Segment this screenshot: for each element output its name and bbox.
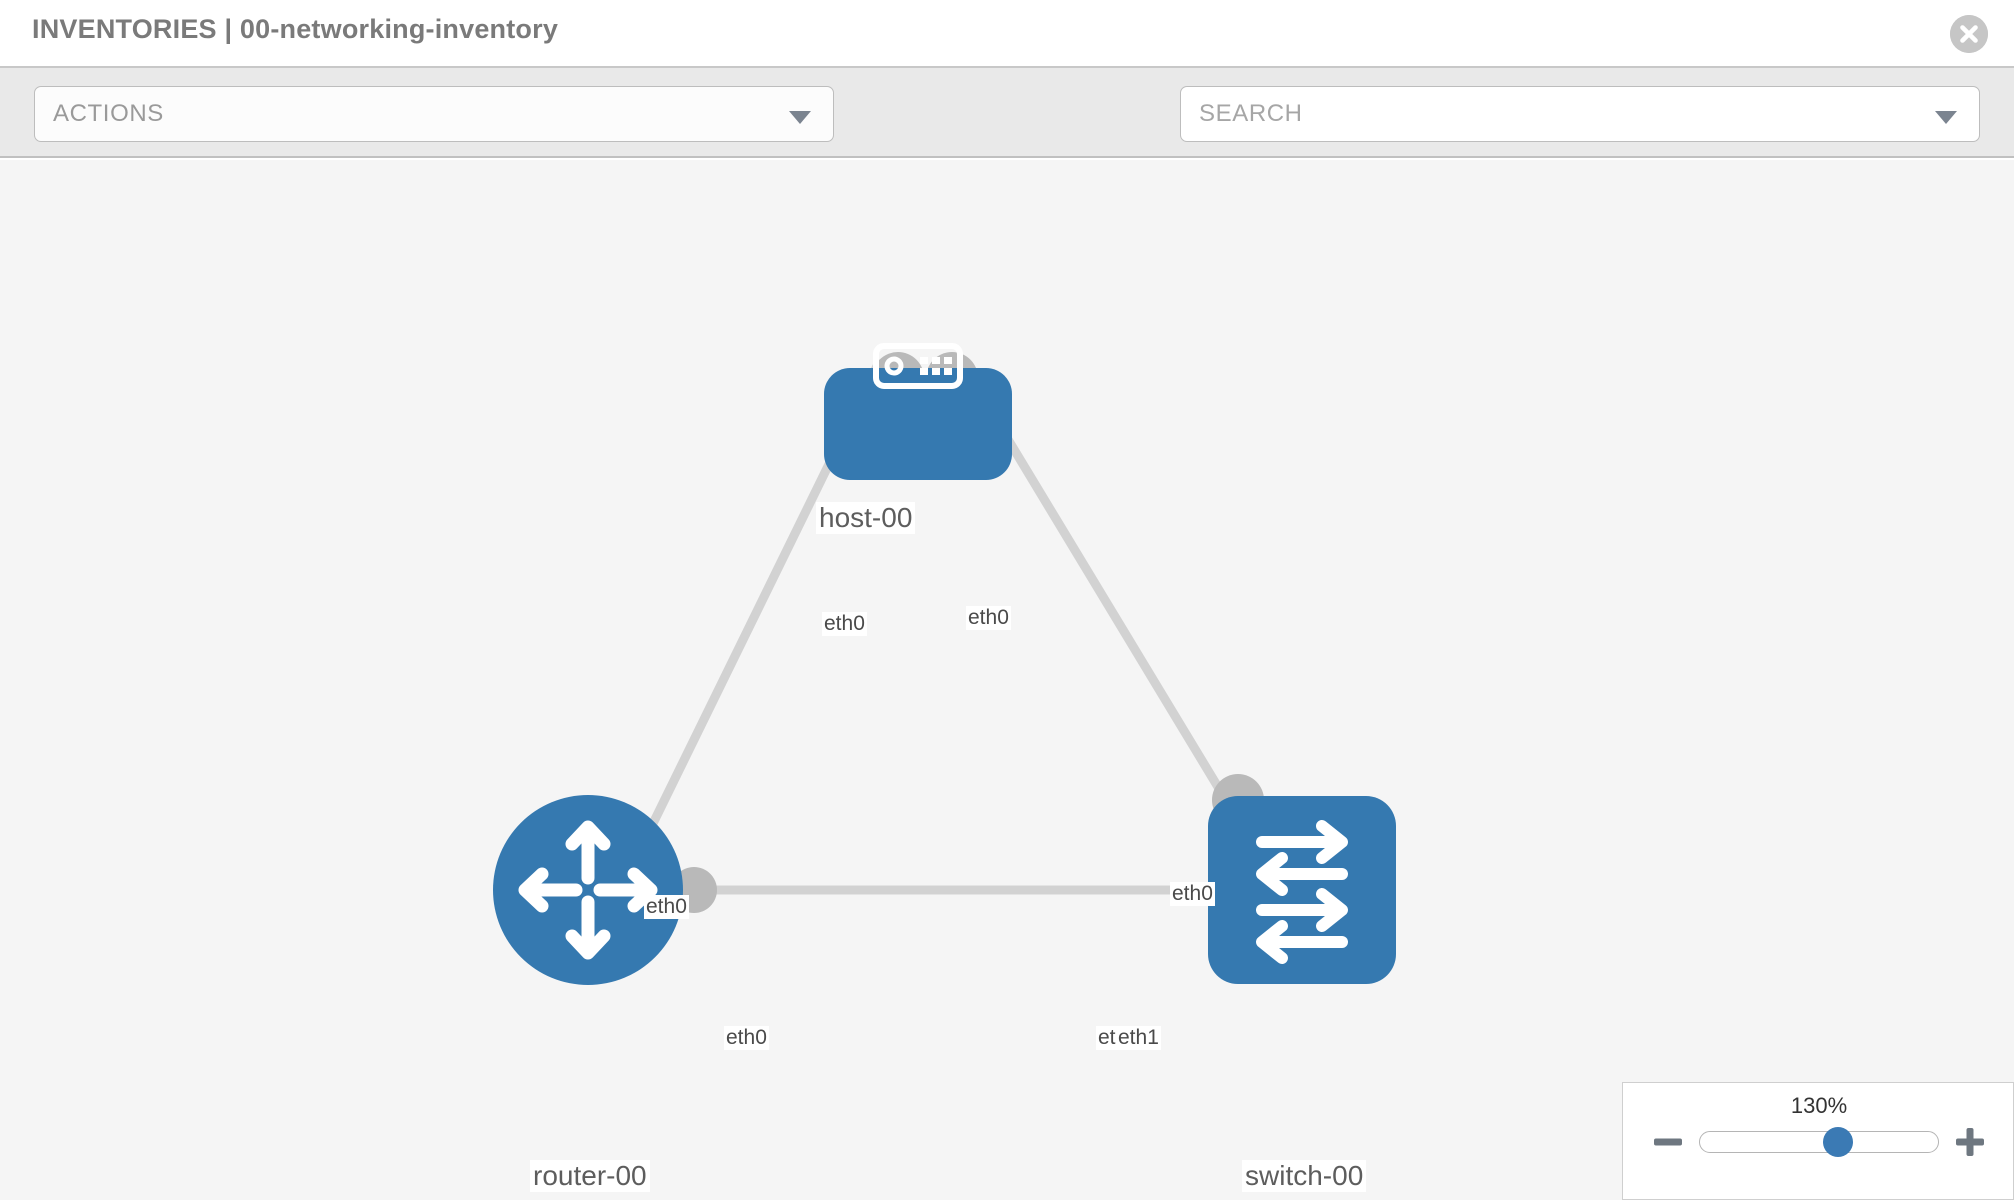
node-host-00[interactable] — [824, 343, 1012, 480]
page-header: INVENTORIES | 00-networking-inventory — [0, 0, 2014, 68]
topology-graph — [493, 343, 1396, 985]
port-label: eth0 — [1170, 882, 1215, 906]
port-label: eth1 — [1116, 1026, 1161, 1050]
topology-canvas[interactable]: host-00 router-00 switch-00 eth0 eth0 et… — [0, 160, 2014, 1200]
port-label: eth0 — [966, 606, 1011, 630]
port-label: eth0 — [822, 612, 867, 636]
page-title: INVENTORIES | 00-networking-inventory — [32, 14, 559, 44]
chevron-down-icon — [789, 111, 811, 124]
node-label-host-00: host-00 — [816, 502, 916, 534]
search-placeholder: SEARCH — [1199, 100, 1303, 127]
node-switch-00[interactable] — [1208, 796, 1396, 984]
close-icon[interactable] — [1950, 15, 1988, 53]
zoom-percent-label: 130% — [1790, 1093, 1848, 1118]
actions-dropdown[interactable]: ACTIONS — [34, 86, 834, 142]
minus-icon[interactable] — [1651, 1125, 1685, 1159]
plus-icon[interactable] — [1953, 1125, 1987, 1159]
zoom-slider-track[interactable] — [1699, 1131, 1939, 1153]
node-label-router-00: router-00 — [530, 1160, 650, 1192]
search-input[interactable]: SEARCH — [1180, 86, 1980, 142]
actions-dropdown-label: ACTIONS — [53, 100, 164, 127]
port-label: eth0 — [644, 895, 689, 919]
node-label-switch-00: switch-00 — [1242, 1160, 1367, 1192]
chevron-down-icon[interactable] — [1935, 111, 1957, 124]
zoom-slider-handle[interactable] — [1822, 1127, 1853, 1157]
toolbar: ACTIONS SEARCH — [0, 68, 2014, 203]
port-label: eth0 — [724, 1026, 769, 1050]
zoom-control-panel: 130% — [1622, 1082, 2014, 1200]
node-router-00[interactable] — [493, 795, 683, 985]
